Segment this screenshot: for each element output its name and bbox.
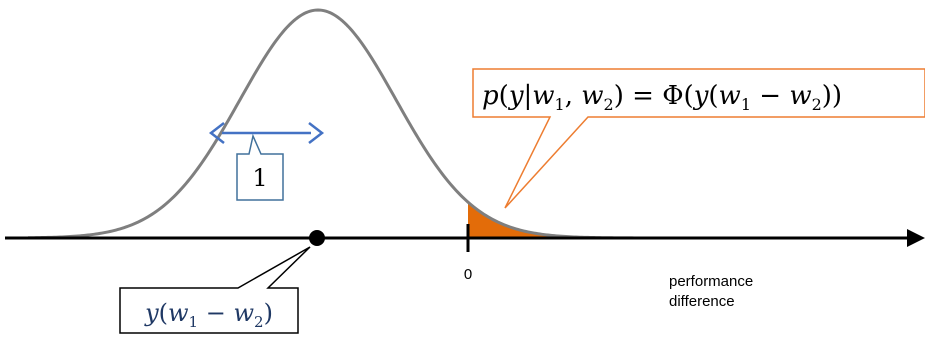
probability-label: p(y|w1, w2) = Φ(y(w1 − w2)) [482, 81, 842, 114]
mean-callout [119, 246, 311, 334]
axis-label-line2: difference [669, 293, 735, 310]
probability-callout [472, 68, 925, 209]
zero-tick-label: 0 [464, 266, 472, 283]
width-label: 1 [252, 164, 267, 192]
gaussian-curve [27, 8, 894, 240]
mean-label: y(w1 − w2) [144, 299, 273, 331]
width-callout [236, 133, 284, 201]
mean-dot-icon [309, 230, 325, 246]
shaded-tail-area [468, 202, 560, 238]
right-arrowhead-icon [907, 229, 925, 247]
double-arrow-icon [208, 122, 325, 144]
axis-label-line1: performance [669, 273, 753, 290]
